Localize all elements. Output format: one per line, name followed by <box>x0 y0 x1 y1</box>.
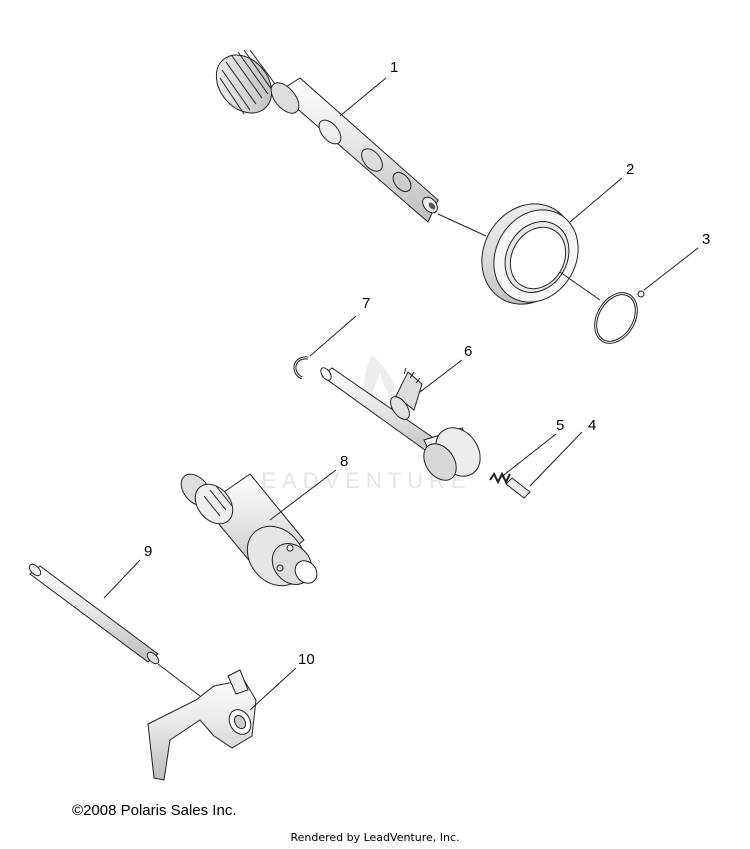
leader-lines <box>103 77 699 711</box>
part-4-pin <box>505 477 531 499</box>
callout-5: 5 <box>556 417 564 434</box>
part-9-rod <box>28 563 201 697</box>
copyright-notice: ©2008 Polaris Sales Inc. <box>72 802 236 819</box>
part-6-shift-shaft <box>320 367 481 481</box>
copyright-symbol: © <box>72 802 84 819</box>
callout-9: 9 <box>144 543 152 560</box>
callout-7: 7 <box>362 295 370 312</box>
part-7-e-clip <box>293 356 309 380</box>
callout-1: 1 <box>390 59 398 76</box>
callout-2: 2 <box>626 161 634 178</box>
part-3-snap-ring <box>594 290 645 344</box>
part-10-shift-fork <box>147 669 257 781</box>
callout-8: 8 <box>340 453 348 470</box>
callout-3: 3 <box>702 231 710 248</box>
rendered-by-credit: Rendered by LeadVenture, Inc. <box>290 831 460 844</box>
part-8-shift-drum <box>180 473 318 587</box>
callout-4: 4 <box>588 417 596 434</box>
copyright-text: 2008 Polaris Sales Inc. <box>83 802 237 819</box>
watermark-text: LEADVENTURE <box>243 468 472 493</box>
part-1-shaft <box>215 49 487 237</box>
callout-10: 10 <box>298 651 315 668</box>
part-2-bearing <box>481 203 601 305</box>
watermark: LEADVENTURE <box>243 355 472 493</box>
callout-6: 6 <box>464 343 472 360</box>
